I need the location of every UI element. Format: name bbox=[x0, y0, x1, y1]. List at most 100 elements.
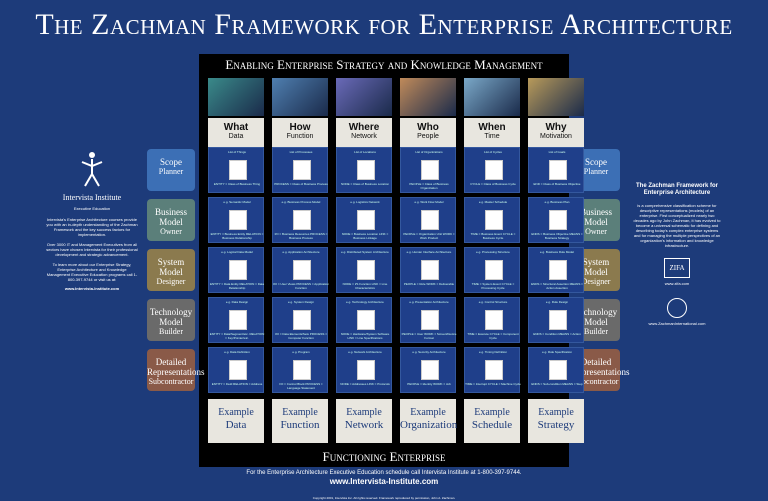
column-image bbox=[208, 78, 264, 116]
cell-title: e.g. Logical Data Model bbox=[221, 250, 253, 254]
row-label-role: Subcontractor bbox=[573, 377, 619, 386]
cell-diagram-icon bbox=[549, 360, 567, 380]
cell-diagram-icon bbox=[549, 210, 567, 230]
cell-diagram-icon bbox=[421, 360, 439, 380]
zachman-panel: The Zachman Framework for Enterprise Arc… bbox=[632, 183, 722, 326]
cell-definition: PEOPLE = User WORK = Screen/Device Forma… bbox=[401, 332, 457, 340]
cell-title: e.g. Human Interface Architecture bbox=[406, 250, 452, 254]
cell-diagram-icon bbox=[229, 360, 247, 380]
column-interrogative: Why bbox=[545, 122, 567, 133]
cell-definition: PEOPLE = Class of Business Organization bbox=[409, 182, 449, 190]
cell-title: e.g. Security Architecture bbox=[412, 350, 446, 354]
cell-definition: CYCLE = Class of Business Cycle bbox=[470, 182, 516, 186]
column-image bbox=[528, 78, 584, 116]
example-name: Strategy bbox=[537, 419, 575, 431]
row-label-title: Scope bbox=[585, 157, 607, 167]
row-label-title: Detailed Representations bbox=[147, 357, 205, 377]
row-label-role: Designer bbox=[156, 277, 186, 286]
cell-diagram-icon bbox=[229, 260, 247, 280]
cell-definition: PEOPLE = Role WORK = Deliverable bbox=[403, 282, 455, 286]
zifa-logo: ZIFA bbox=[664, 258, 690, 278]
zifa-url[interactable]: www.zifa.com bbox=[664, 281, 690, 286]
cell-title: e.g. Processing Structure bbox=[476, 250, 510, 254]
cell-title: e.g. Data Design bbox=[225, 300, 249, 304]
left-para-3: To learn more about our Enterprise Strat… bbox=[46, 262, 138, 282]
row-label-role: Builder bbox=[159, 327, 183, 336]
cell-diagram-icon bbox=[485, 210, 503, 230]
cell-definition: TIME = Interrupt CYCLE = Machine Cycle bbox=[465, 382, 521, 386]
cell-title: e.g. Technology Architecture bbox=[346, 300, 384, 304]
cell-definition: NODE = Class of Business Location bbox=[340, 182, 390, 186]
intervista-logo-text: Intervista Institute bbox=[62, 193, 122, 202]
example-name: Network bbox=[344, 419, 384, 431]
example-name: Function bbox=[280, 419, 320, 431]
intervista-panel: Intervista Institute Executive Education… bbox=[46, 150, 138, 291]
cell-definition: I/O = Data Elements/Sets PROCESS = Compu… bbox=[274, 332, 328, 340]
cell-definition: NODE = Addresses LINK = Protocols bbox=[340, 382, 390, 386]
cell-definition: I/O = Control Block PROCESS = Language S… bbox=[279, 382, 323, 390]
row-label-title: Scope bbox=[160, 157, 182, 167]
example-prefix: Example bbox=[474, 407, 510, 418]
cell-diagram-icon bbox=[549, 160, 567, 180]
example-name: Organization bbox=[400, 419, 458, 431]
example-name: Schedule bbox=[471, 419, 513, 431]
bottom-url[interactable]: www.Intervista-Institute.com bbox=[329, 477, 439, 486]
row-label-title: Business Model bbox=[579, 207, 612, 227]
column-interrogative: Where bbox=[348, 122, 380, 133]
cell-title: e.g. Rule Design bbox=[545, 300, 569, 304]
column-image bbox=[272, 78, 328, 116]
cell-definition: ENDS = Condition MEANS = Action bbox=[533, 332, 581, 336]
cell-definition: ENDS = Sub-condition MEANS = Step bbox=[531, 382, 583, 386]
cell-title: e.g. Control Structure bbox=[478, 300, 508, 304]
column-image bbox=[336, 78, 392, 116]
cell-definition: END = Class of Business Objective bbox=[533, 182, 581, 186]
zi-url[interactable]: www.ZachmanInternational.com bbox=[648, 321, 706, 326]
cell-definition: I/O = User Views PROCESS = Application F… bbox=[273, 282, 329, 290]
cell-diagram-icon bbox=[293, 160, 311, 180]
cell-diagram-icon bbox=[357, 210, 375, 230]
exec-education: Executive Education bbox=[73, 206, 111, 211]
cell-title: e.g. Logistics Network bbox=[350, 200, 380, 204]
column-interrogative: Who bbox=[417, 122, 439, 133]
example-prefix: Example bbox=[538, 407, 574, 418]
cell-diagram-icon bbox=[549, 260, 567, 280]
column-interrogative: When bbox=[478, 122, 506, 133]
cell-definition: ENTITY = Business Entity RELATION = Busi… bbox=[210, 232, 264, 240]
cell-definition: NODE = I/S Function LINK = Line Characte… bbox=[342, 282, 388, 290]
left-url[interactable]: www.Intervista-Institute.com bbox=[64, 286, 120, 291]
cell-title: List of Processes bbox=[289, 150, 313, 154]
cell-title: e.g. Network Architecture bbox=[348, 350, 382, 354]
row-label-title: Business Model bbox=[154, 207, 187, 227]
framework-poster: Enabling Enterprise Strategy and Knowled… bbox=[147, 54, 630, 467]
cell-diagram-icon bbox=[421, 210, 439, 230]
row-label-title: Technology Model bbox=[574, 307, 618, 327]
zifa-logo-text: ZIFA bbox=[669, 264, 685, 272]
cell-title: e.g. Business Plan bbox=[544, 200, 570, 204]
row-label-role: Owner bbox=[585, 227, 607, 236]
cell-definition: NODE = Business Location LINK = Business… bbox=[341, 232, 389, 240]
cell-title: e.g. Application Architecture bbox=[282, 250, 320, 254]
cell-diagram-icon bbox=[229, 310, 247, 330]
cell-title: List of Organizations bbox=[415, 150, 443, 154]
zi-seal-icon bbox=[667, 298, 687, 318]
column-aspect: Network bbox=[351, 133, 377, 140]
cell-title: e.g. Semantic Model bbox=[223, 200, 251, 204]
cell-title: List of Goals bbox=[548, 150, 566, 154]
cell-definition: PEOPLE = Organization Unit WORK = Work P… bbox=[403, 232, 455, 240]
